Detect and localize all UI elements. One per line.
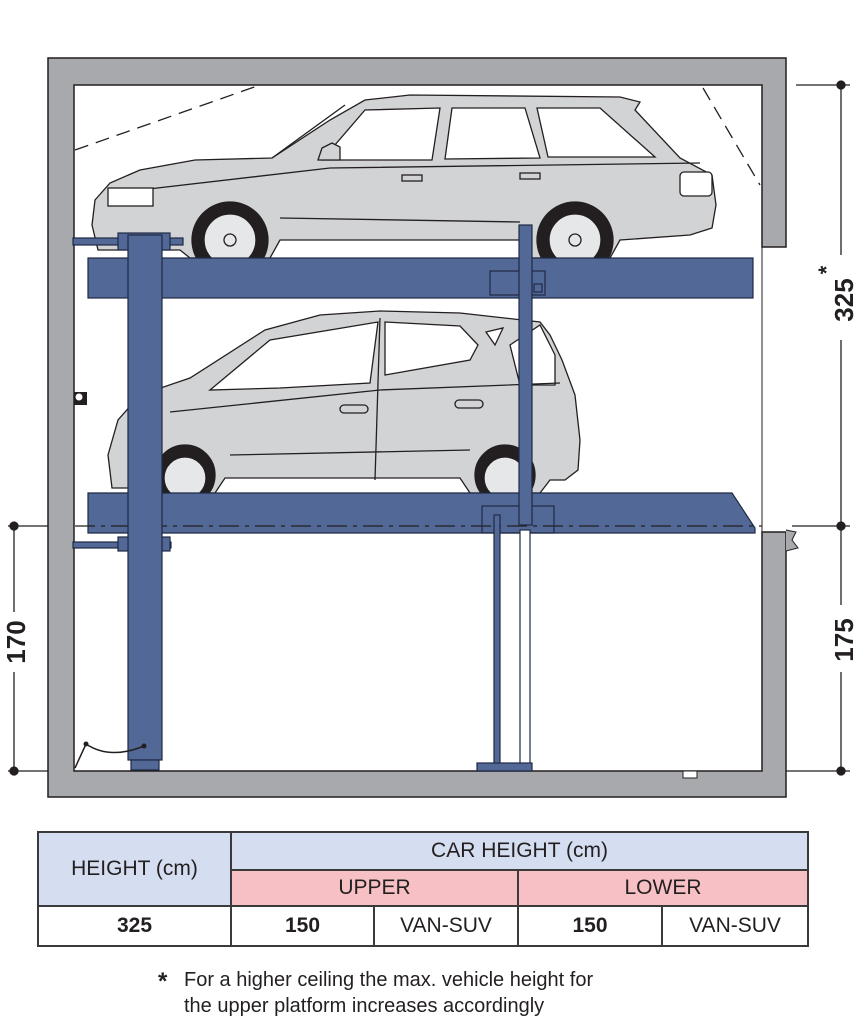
cell-lower-type: VAN-SUV bbox=[660, 905, 810, 947]
upper-car-window-front bbox=[320, 107, 441, 161]
upper-platform-bracket bbox=[489, 270, 546, 296]
clearance-line-left bbox=[74, 84, 261, 151]
footnote-line-2: the upper platform increases accordingly bbox=[184, 995, 545, 1017]
dimensions-right bbox=[786, 80, 850, 776]
cell-upper-value: 150 bbox=[230, 905, 375, 947]
right-post bbox=[518, 224, 533, 526]
dim-label-left: 170 bbox=[1, 620, 31, 663]
cell-upper-type: VAN-SUV bbox=[373, 905, 519, 947]
cell-height: 325 bbox=[37, 905, 232, 947]
lower-car-rocker bbox=[229, 449, 471, 456]
upper-car-beltline bbox=[139, 162, 701, 191]
upper-car-window-rear bbox=[536, 107, 657, 158]
clearance-line-right bbox=[702, 87, 761, 186]
lower-car-handle-front bbox=[339, 404, 369, 414]
lift-posts bbox=[127, 224, 533, 772]
upper-platform-bolt bbox=[533, 283, 543, 293]
footnote-text: For a higher ceiling the max. vehicle he… bbox=[184, 967, 593, 1019]
lower-car-window-rear bbox=[384, 321, 479, 376]
lower-platform-bracket bbox=[481, 505, 555, 534]
dim-dot-bottom bbox=[836, 766, 846, 776]
upper-car-windshield-line bbox=[271, 104, 346, 159]
wall-break bbox=[785, 529, 799, 552]
lower-car-window-front bbox=[208, 321, 379, 391]
upper-car-hub-rear bbox=[568, 233, 582, 247]
upper-platform bbox=[72, 232, 754, 299]
footnote-line-1: For a higher ceiling the max. vehicle he… bbox=[184, 969, 594, 991]
lower-platform-deck bbox=[87, 492, 756, 534]
parking-lift-diagram: 325 * 175 170 bbox=[1, 57, 857, 798]
upper-car-headlight bbox=[107, 187, 154, 207]
hose-fitting-wall bbox=[83, 741, 89, 747]
footnote-marker: * bbox=[158, 968, 168, 995]
left-post bbox=[127, 234, 163, 761]
lower-car-rear-quarter bbox=[484, 327, 505, 347]
upper-car-sill bbox=[279, 217, 521, 223]
lower-car-beltline bbox=[169, 382, 561, 413]
upper-car-window-middle bbox=[444, 107, 541, 160]
hose-fitting-post bbox=[141, 743, 147, 749]
table-row: 325 150 VAN-SUV 150 VAN-SUV bbox=[37, 905, 810, 947]
lower-car-door-line bbox=[374, 317, 381, 481]
upper-car-handle-rear bbox=[519, 172, 541, 180]
header-height: HEIGHT (cm) bbox=[37, 831, 232, 907]
dim-dot-left-bottom bbox=[9, 766, 19, 776]
clearance-lines bbox=[74, 84, 761, 186]
upper-car-handle-front bbox=[401, 174, 423, 182]
garage-walls bbox=[47, 57, 799, 798]
dim-dot-mid bbox=[836, 521, 846, 531]
lower-car-handle-rear bbox=[454, 399, 484, 409]
right-rod bbox=[493, 514, 501, 766]
header-upper: UPPER bbox=[230, 869, 519, 907]
upper-car-hub-front bbox=[223, 233, 237, 247]
dim-label-right-upper: 325 bbox=[829, 278, 857, 321]
lower-platform bbox=[72, 492, 762, 552]
dim-dot-top bbox=[836, 80, 846, 90]
upper-car-mirror bbox=[317, 142, 341, 161]
left-post-foot bbox=[130, 759, 160, 771]
floor-drain bbox=[682, 770, 698, 779]
garage-wall bbox=[47, 57, 787, 798]
control-switch-knob bbox=[75, 393, 83, 401]
header-car-height: CAR HEIGHT (cm) bbox=[229, 831, 810, 871]
dim-label-right-lower: 175 bbox=[829, 618, 857, 661]
car-height-table: HEIGHT (cm) CAR HEIGHT (cm) UPPER LOWER … bbox=[37, 831, 810, 947]
header-lower: LOWER bbox=[516, 869, 810, 907]
upper-car-taillight bbox=[679, 171, 713, 197]
dimensions-left bbox=[8, 521, 48, 776]
right-post-foot bbox=[476, 762, 533, 772]
lower-car bbox=[107, 310, 581, 506]
right-guide bbox=[519, 529, 531, 766]
dim-label-right-upper-marker: * bbox=[814, 265, 839, 274]
cell-lower-value: 150 bbox=[517, 905, 663, 947]
upper-platform-deck bbox=[87, 257, 754, 299]
dim-dot-left-top bbox=[9, 521, 19, 531]
upper-car bbox=[91, 94, 717, 279]
